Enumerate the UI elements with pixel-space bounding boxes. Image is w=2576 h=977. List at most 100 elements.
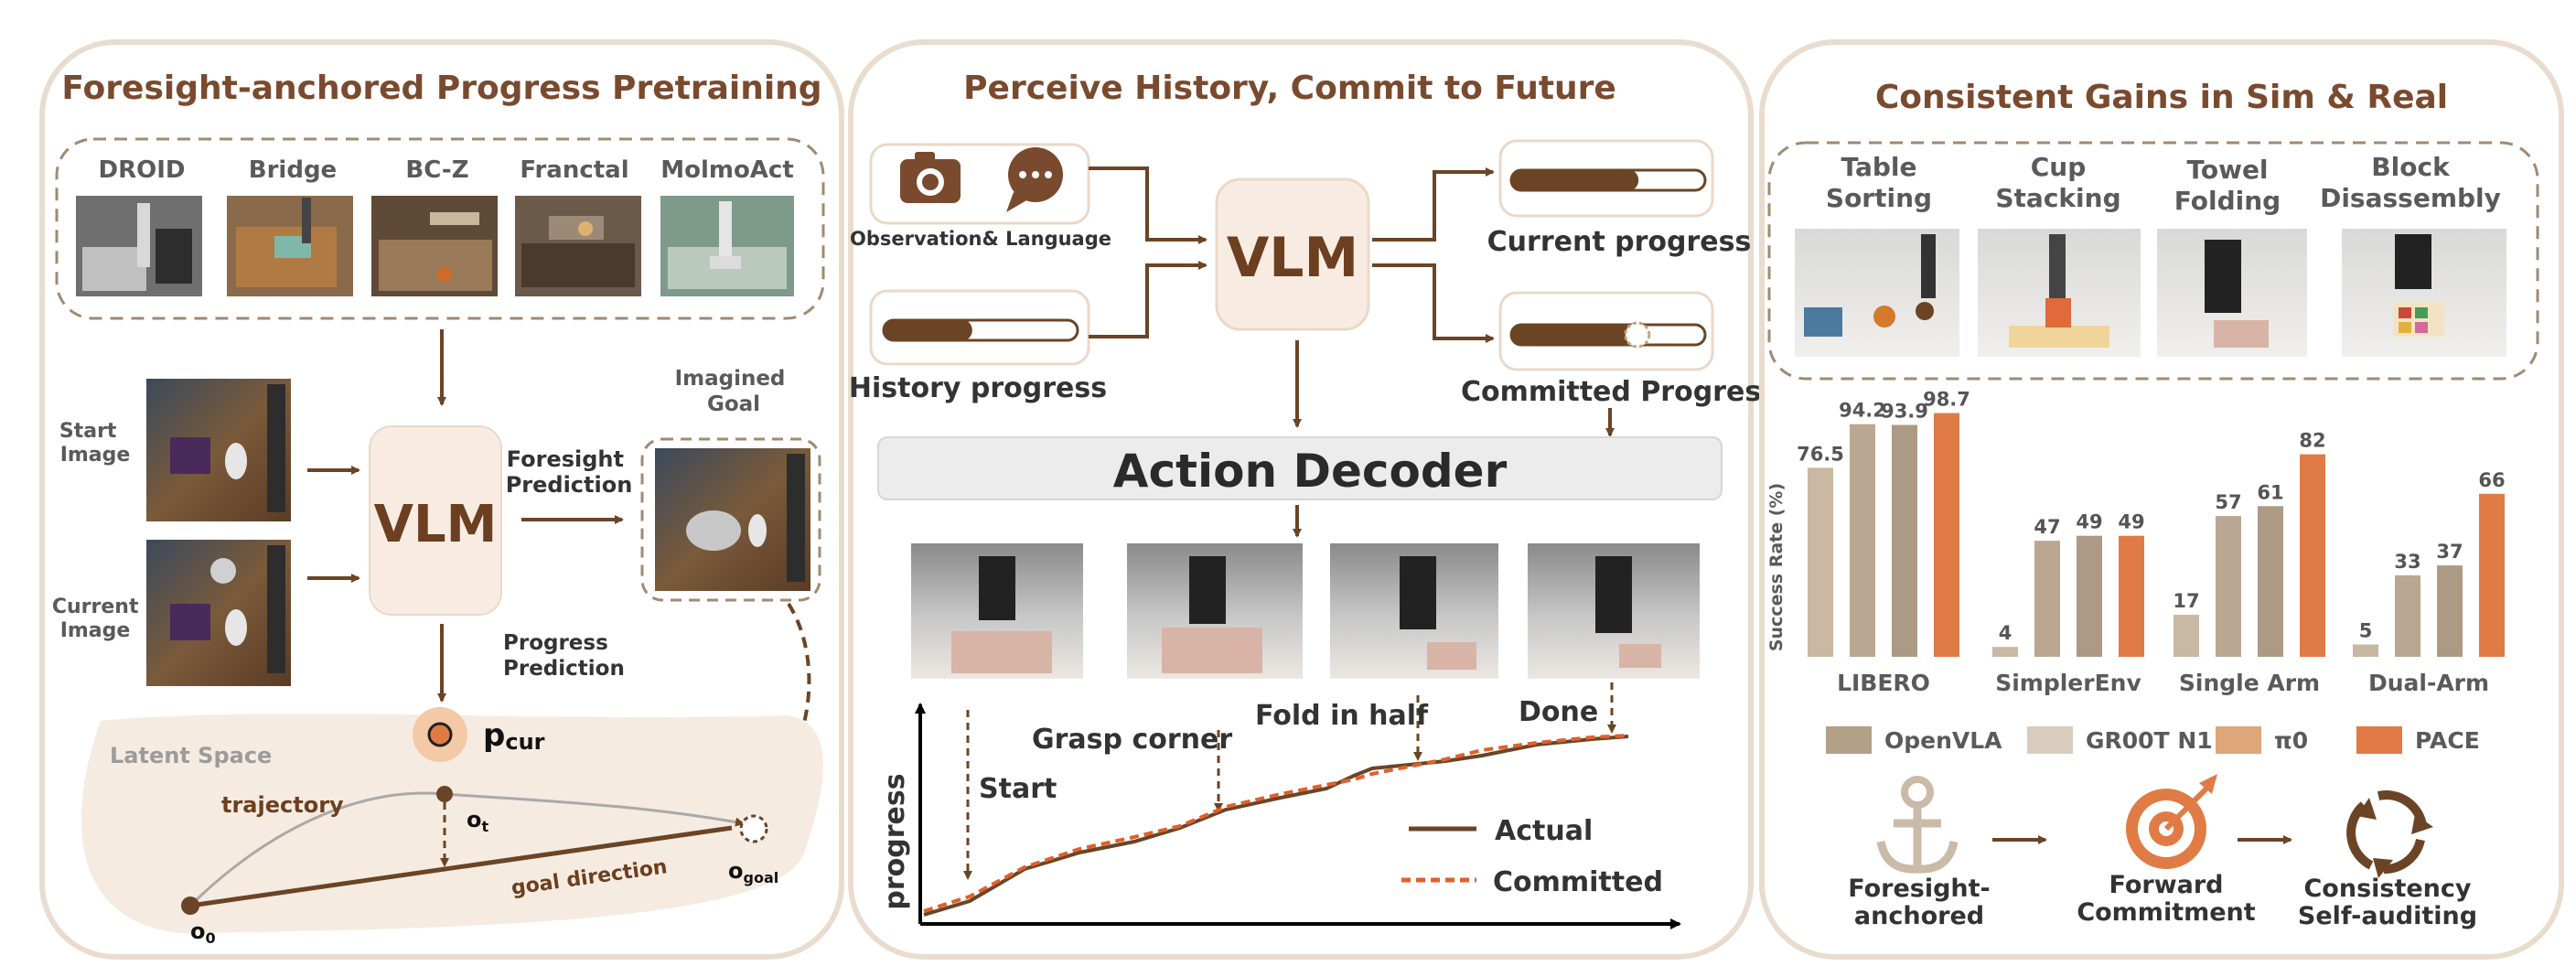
bar [2395, 574, 2420, 657]
history-progress-fill [884, 320, 961, 340]
stage-label-done: Done [1519, 696, 1598, 728]
stage-label-grasp: Grasp corner [1032, 724, 1232, 756]
imagined-goal-image [655, 448, 810, 591]
bar [2077, 535, 2102, 657]
legend-actual-label: Actual [1495, 815, 1593, 847]
droid-thumbnail [76, 196, 202, 296]
current-progress-label: Current progress [1487, 226, 1752, 258]
action-decoder-box [877, 436, 1723, 500]
history-progress-knob [950, 319, 972, 341]
cup-stacking-image [1978, 229, 2141, 357]
dataset-label: Franctal [520, 156, 628, 184]
molmoact-thumbnail [660, 196, 794, 296]
actual-curve [923, 735, 1629, 917]
panel2-title: Perceive History, Commit to Future [963, 70, 1616, 107]
o-goal-label: ogoal [728, 858, 778, 886]
category-label: Dual-Arm [2368, 670, 2489, 696]
history-progress-label: History progress [849, 372, 1107, 404]
stage-label-start: Start [979, 773, 1057, 805]
committed-progress-label: Committed Progress [1461, 376, 1777, 408]
dataset-label: MolmoAct [660, 156, 794, 184]
progress-prediction-label: Progress Prediction [503, 631, 625, 681]
legend-label: PACE [2415, 727, 2480, 754]
bar-value-label: 57 [2215, 491, 2241, 513]
dataset-labels: DROID Bridge BC-Z Franctal MolmoAct [99, 156, 794, 184]
dataset-group [55, 137, 825, 320]
o-t-label: ot [467, 807, 489, 835]
bar [2119, 535, 2144, 657]
table-sorting-image [1795, 229, 1959, 357]
bar [2300, 454, 2325, 657]
bar-value-label: 66 [2478, 469, 2505, 491]
bar-value-label: 61 [2257, 481, 2283, 503]
bar-value-label: 4 [1999, 622, 2012, 644]
bar-value-label: 17 [2173, 590, 2199, 612]
progress-y-label: progress [879, 773, 911, 909]
category-label: SimplerEnv [1995, 670, 2141, 696]
anchor-icon [1876, 776, 1959, 874]
legend-swatch [2216, 726, 2261, 754]
committed-curve [923, 734, 1629, 913]
o-goal-point [739, 814, 768, 843]
panel-foresight-pretraining: Foresight-anchored Progress Pretraining … [39, 39, 844, 960]
current-image [146, 540, 291, 686]
p-cur-point [427, 722, 453, 747]
bar-value-label: 82 [2299, 430, 2325, 452]
vlm-label-2: VLM [1227, 226, 1358, 290]
cycle-arrows-icon [2346, 790, 2433, 878]
legend-label: OpenVLA [1884, 727, 2002, 754]
task-group [1767, 141, 2539, 381]
dataset-label: Bridge [249, 156, 337, 184]
chart-ylabel: Success Rate (%) [1766, 483, 1787, 651]
bar [1850, 424, 1875, 657]
bar-value-label: 76.5 [1797, 443, 1844, 465]
towel-folding-image [2157, 229, 2307, 357]
robot-frames [911, 543, 1700, 679]
history-to-vlm-arrow [1089, 261, 1208, 338]
target-icon [2126, 774, 2217, 869]
bar [1892, 424, 1917, 657]
bar-value-label: 47 [2034, 516, 2060, 538]
foresight-prediction-label: Foresight Prediction [506, 446, 633, 498]
bar-value-label: 49 [2076, 511, 2102, 533]
imagined-goal-frame [640, 437, 821, 602]
bar [2034, 541, 2060, 657]
legend-swatch [1826, 726, 1872, 754]
legend-committed-label: Committed [1493, 866, 1663, 898]
bar-value-label: 98.7 [1923, 389, 1970, 411]
bar-value-label: 5 [2359, 620, 2373, 642]
bridge-thumbnail [227, 196, 353, 296]
bar [1808, 467, 1833, 657]
dataset-thumbnails [76, 196, 794, 296]
o-0-point [181, 896, 199, 915]
legend-label: π0 [2274, 727, 2308, 754]
panel1-title: Foresight-anchored Progress Pretraining [61, 70, 821, 107]
bar-value-label: 49 [2118, 511, 2144, 533]
current-progress-fill [1511, 170, 1628, 190]
vlm-to-committed-arrow [1372, 263, 1495, 343]
task-thumbnails [1795, 229, 2506, 357]
stage-label-fold: Fold in half [1255, 700, 1429, 732]
start-image [146, 379, 291, 521]
bar-value-label: 33 [2394, 551, 2420, 573]
panel3-title: Consistent Gains in Sim & Real [1875, 79, 2448, 116]
fractal-thumbnail [515, 196, 641, 296]
vlm-box [369, 425, 502, 616]
block-disassembly-image [2342, 229, 2506, 357]
bar [1992, 647, 2018, 657]
obs-lang-label: Observation& Language [850, 228, 1111, 250]
committed-progress-fill [1511, 325, 1637, 345]
category-label: Single Arm [2179, 670, 2320, 696]
legend-label: GR00T N1 [2086, 727, 2213, 754]
legend-swatch [2356, 726, 2402, 754]
bar-value-label: 37 [2436, 541, 2463, 563]
chat-bubble-icon [1006, 147, 1063, 212]
